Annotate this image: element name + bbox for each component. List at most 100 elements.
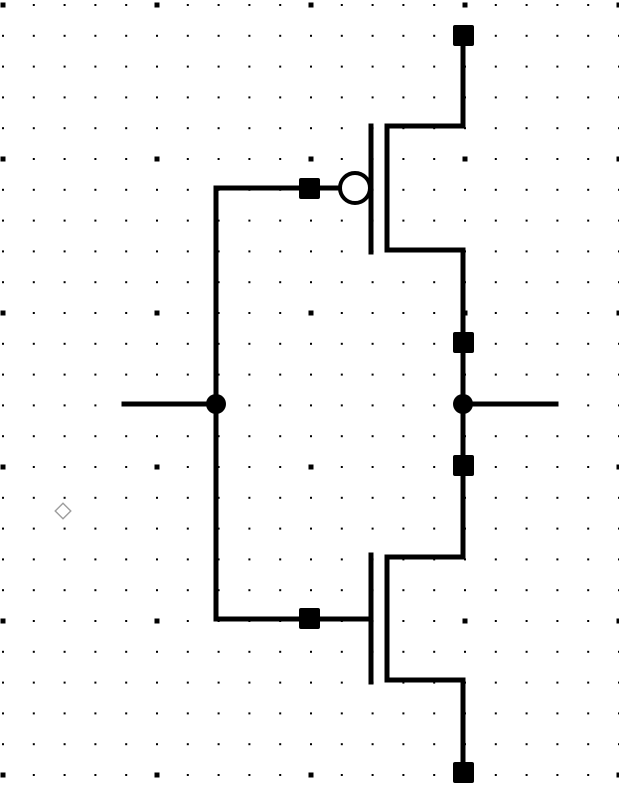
pmos-drain-wire[interactable] xyxy=(384,247,466,407)
grid-dot xyxy=(525,373,528,376)
grid-dot xyxy=(371,342,374,345)
grid-dot xyxy=(2,65,4,68)
gnd-pin[interactable] xyxy=(453,762,474,783)
grid-major-dot xyxy=(0,310,6,316)
grid-dot xyxy=(525,219,528,222)
grid-dot xyxy=(63,712,66,715)
grid-dot xyxy=(587,712,590,715)
wires[interactable] xyxy=(121,32,559,775)
grid-dot xyxy=(94,158,97,160)
nmos-drain-wire[interactable] xyxy=(384,401,466,560)
pmos-transistor[interactable] xyxy=(338,32,466,407)
grid-dot xyxy=(32,342,35,345)
grid-dot xyxy=(464,219,466,222)
grid-dot xyxy=(494,743,497,746)
pmos-gate-pin[interactable] xyxy=(299,178,320,199)
grid-dot xyxy=(217,589,220,592)
grid-dot xyxy=(94,219,97,222)
grid-dot xyxy=(340,589,343,592)
grid-major-dot xyxy=(462,618,468,624)
grid-dot xyxy=(279,650,282,653)
grid-dot xyxy=(433,312,436,314)
grid-dot xyxy=(186,65,189,68)
nmos-gate-pin[interactable] xyxy=(299,608,320,629)
grid-dot xyxy=(94,342,97,345)
grid-dot xyxy=(402,712,405,715)
grid-dot xyxy=(494,373,497,376)
grid-dot xyxy=(94,373,97,376)
nmos-drain-pin[interactable] xyxy=(453,455,474,476)
grid-dot xyxy=(217,496,220,499)
grid-dot xyxy=(2,527,4,530)
grid-dot xyxy=(402,650,405,653)
grid-dot xyxy=(402,342,405,345)
grid-dot xyxy=(525,65,528,68)
grid-dot xyxy=(587,250,590,253)
grid-dot xyxy=(525,712,528,715)
pmos-gate-bubble-icon xyxy=(338,171,372,205)
grid-dot xyxy=(186,589,189,592)
grid-dot xyxy=(340,466,343,468)
grid-dot xyxy=(525,466,528,468)
grid-major-dot xyxy=(616,156,619,162)
grid-dot xyxy=(217,127,220,130)
grid-dot xyxy=(248,281,251,284)
nmos-source-wire[interactable] xyxy=(384,677,466,775)
grid-dot xyxy=(32,650,35,653)
grid-dot xyxy=(217,650,220,653)
grid-major-dot xyxy=(616,618,619,624)
grid-dot xyxy=(32,712,35,715)
pins[interactable] xyxy=(299,25,474,783)
grid-dot xyxy=(340,250,343,253)
grid-dot xyxy=(525,312,528,314)
grid-dot xyxy=(340,127,343,130)
grid-dot xyxy=(217,4,220,6)
pmos-drain-pin[interactable] xyxy=(453,332,474,353)
grid-dot xyxy=(125,312,128,314)
grid-major-dot xyxy=(0,2,6,8)
grid xyxy=(0,2,619,778)
grid-dot xyxy=(248,127,251,130)
grid-dot xyxy=(186,127,189,130)
grid-dot xyxy=(186,373,189,376)
vdd-pin[interactable] xyxy=(453,25,474,46)
grid-dot xyxy=(94,712,97,715)
grid-dot xyxy=(32,219,35,222)
input-junction xyxy=(206,394,226,414)
grid-dot xyxy=(32,250,35,253)
grid-dot xyxy=(433,65,436,68)
grid-dot xyxy=(340,312,343,314)
nmos-transistor[interactable] xyxy=(368,401,466,775)
pmos-source-wire[interactable] xyxy=(384,32,466,129)
grid-dot xyxy=(494,281,497,284)
grid-dot xyxy=(340,158,343,160)
grid-dot xyxy=(32,558,35,561)
grid-dot xyxy=(63,4,66,6)
grid-dot xyxy=(556,219,559,222)
grid-dot xyxy=(279,96,282,99)
grid-dot xyxy=(125,158,128,160)
grid-dot xyxy=(94,188,97,191)
grid-dot xyxy=(494,312,497,314)
grid-dot xyxy=(248,774,251,776)
grid-dot xyxy=(587,127,590,130)
grid-dot xyxy=(494,496,497,499)
grid-dot xyxy=(63,620,66,622)
grid-dot xyxy=(310,65,312,68)
grid-dot xyxy=(217,158,220,160)
grid-dot xyxy=(310,712,312,715)
grid-major-dot xyxy=(308,772,314,778)
grid-dot xyxy=(279,312,282,314)
grid-dot xyxy=(279,743,282,746)
grid-dot xyxy=(525,342,528,345)
grid-dot xyxy=(2,127,4,130)
grid-dot xyxy=(556,127,559,130)
grid-dot xyxy=(2,188,4,191)
grid-dot xyxy=(433,466,436,468)
grid-dot xyxy=(525,281,528,284)
grid-dot xyxy=(433,188,436,191)
grid-dot xyxy=(125,496,128,499)
grid-dot xyxy=(587,466,590,468)
